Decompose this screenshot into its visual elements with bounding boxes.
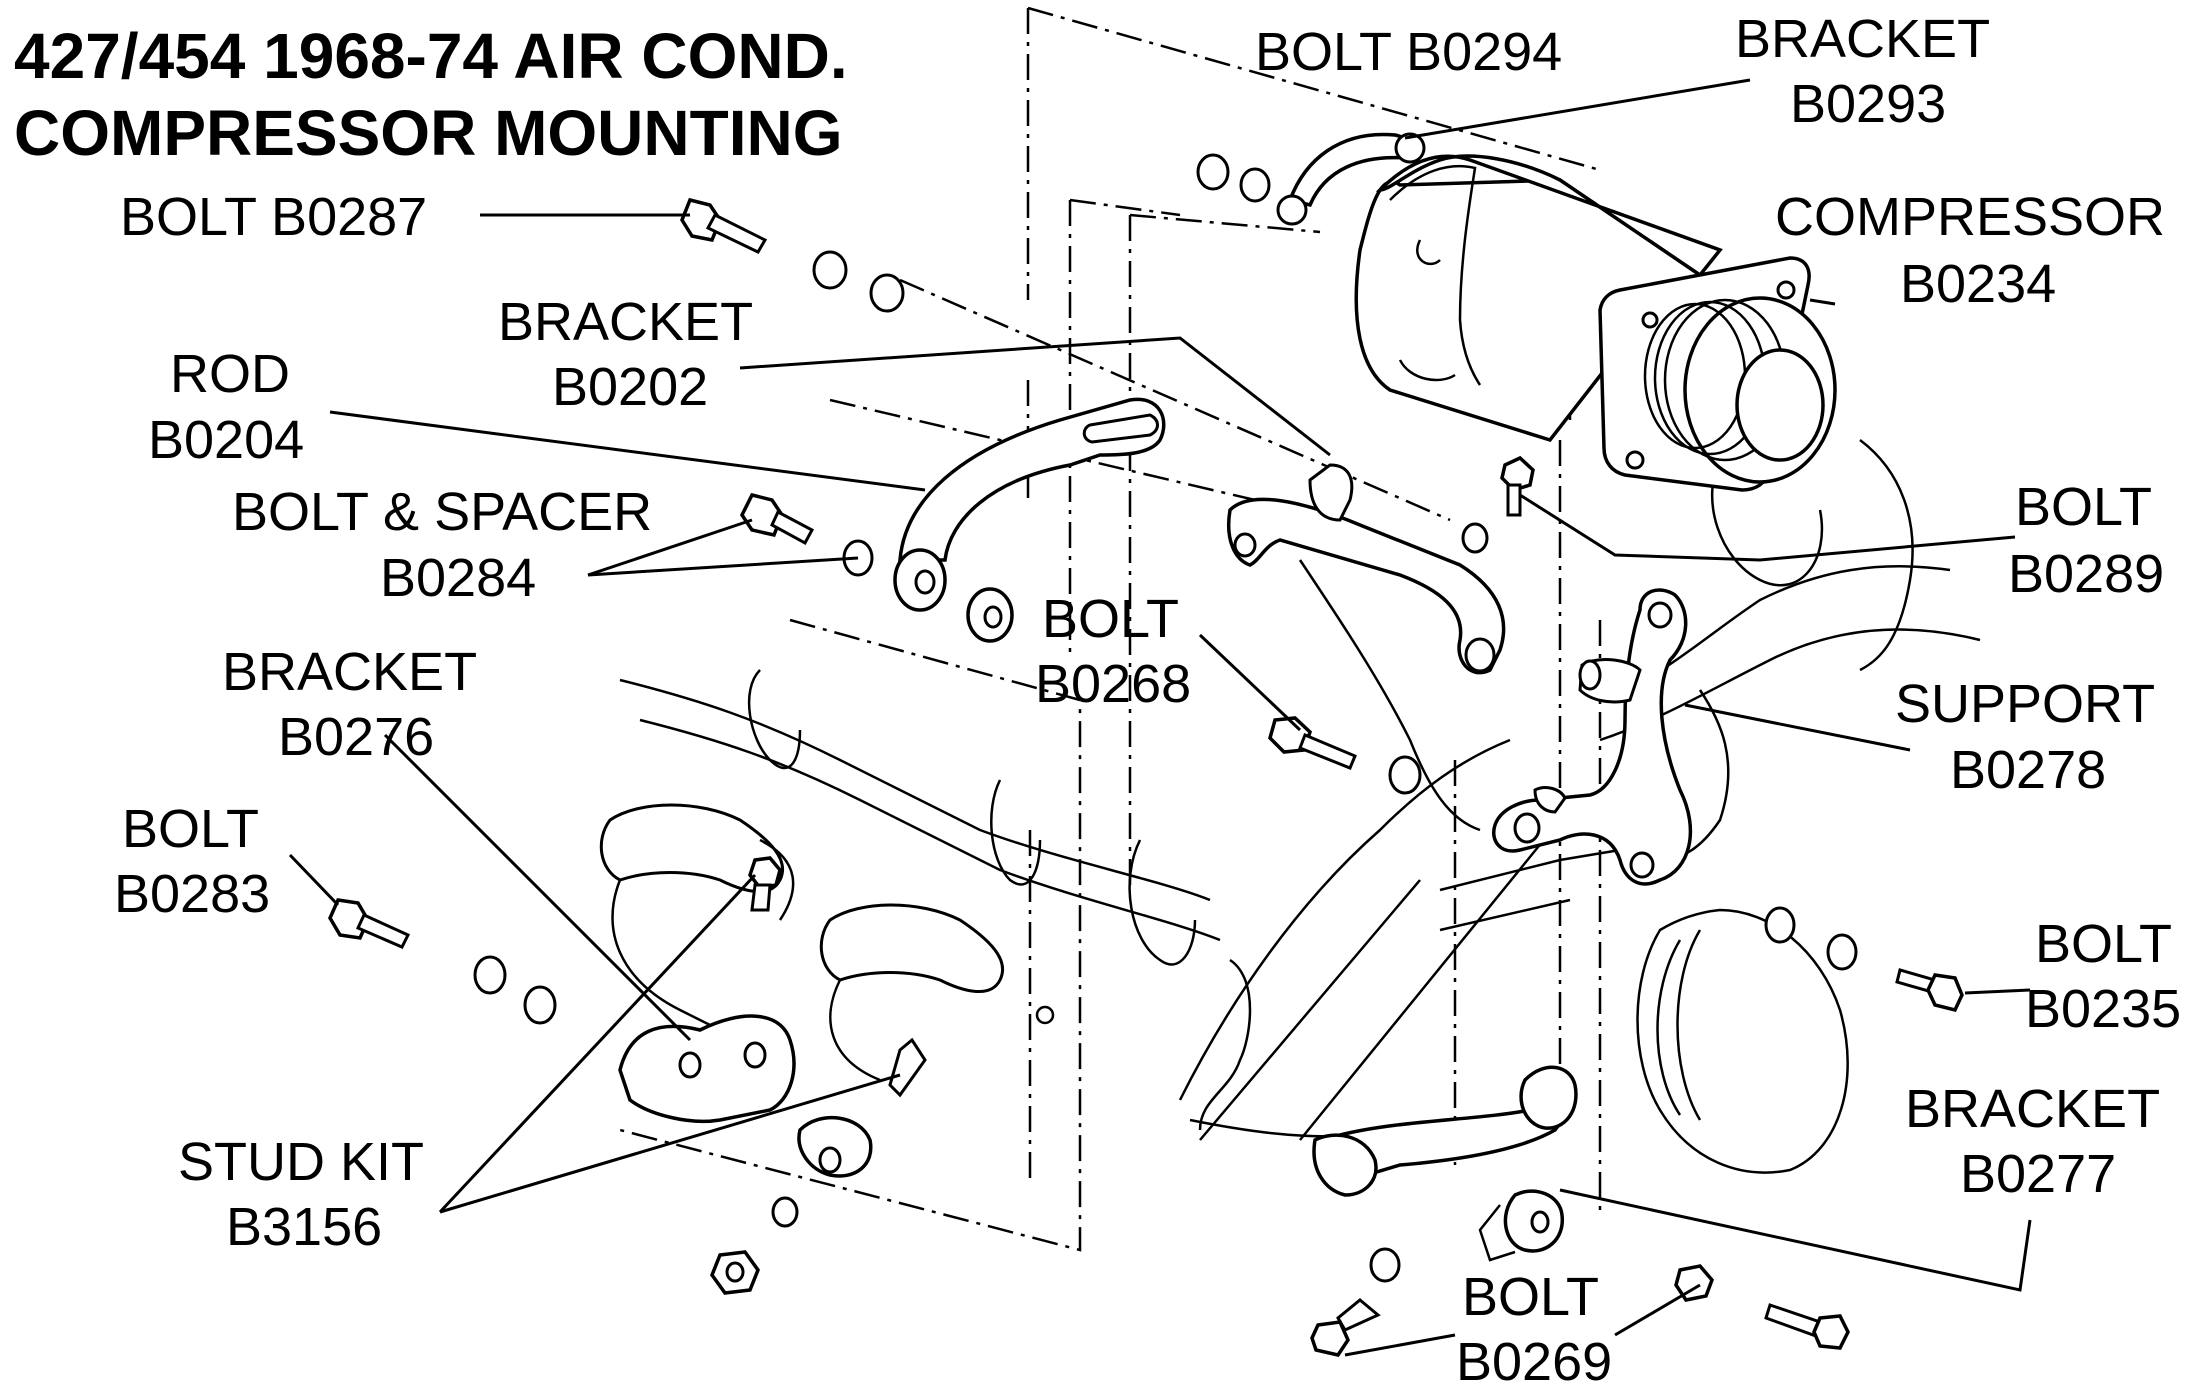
- rod-b0204-part: [893, 397, 1166, 612]
- label-bracket-b0202-name: BRACKET: [498, 292, 753, 352]
- label-bolt-b0235-name: BOLT: [2035, 914, 2172, 974]
- label-bracket-b0276-name: BRACKET: [222, 642, 477, 702]
- label-bolt-b0289-code: B0289: [2008, 544, 2164, 604]
- label-bolt-b0268-code: B0268: [1035, 654, 1191, 714]
- label-rod-b0204-code: B0204: [148, 410, 304, 470]
- label-compressor-b0234-name: COMPRESSOR: [1775, 187, 2165, 247]
- leader-lines: [288, 78, 2032, 1357]
- label-bolt-b0235-code: B0235: [2025, 979, 2181, 1039]
- label-bracket-b0202-code: B0202: [552, 357, 708, 417]
- label-compressor-b0234-code: B0234: [1900, 254, 2056, 314]
- label-bracket-b0277-name: BRACKET: [1905, 1079, 2160, 1139]
- bolt-b0289-part: [1461, 455, 1535, 554]
- label-bolt-b0289-name: BOLT: [2015, 477, 2152, 537]
- label-bracket-b0277-code: B0277: [1960, 1144, 2116, 1204]
- engine-block-drawing: [599, 6, 1981, 1252]
- support-b0278-part: [1492, 588, 1693, 886]
- bolt-b0268-part: [1268, 716, 1422, 795]
- label-bracket-b0293-code: B0293: [1790, 74, 1946, 134]
- compressor: [1354, 154, 1837, 492]
- label-rod-b0204-name: ROD: [170, 344, 290, 404]
- label-stud-kit-b3156-name: STUD KIT: [178, 1132, 424, 1192]
- bolt-and-spacer-b0284-part: [739, 492, 1014, 643]
- bolt-b0287-part: [680, 197, 905, 313]
- bracket-b0293-part: [1196, 132, 1426, 226]
- bolt-b0235-part: [1764, 906, 1964, 1013]
- bracket-b0276-part: [618, 1014, 873, 1178]
- label-stud-kit-b3156-code: B3156: [226, 1197, 382, 1257]
- bolt-b0269-part: [1310, 1247, 1850, 1357]
- label-bolt-b0283-code: B0283: [114, 864, 270, 924]
- label-bolt-b0268-name: BOLT: [1042, 589, 1179, 649]
- label-bolt-b0269-code: B0269: [1456, 1332, 1612, 1386]
- label-bolt-spacer-b0284-name: BOLT & SPACER: [232, 482, 652, 542]
- label-bracket-b0293-name: BRACKET: [1735, 9, 1990, 69]
- label-bolt-b0294: BOLT B0294: [1255, 22, 1562, 82]
- label-support-b0278-name: SUPPORT: [1895, 674, 2155, 734]
- bracket-b0202-part: [1227, 463, 1506, 675]
- title-line-1: 427/454 1968-74 AIR COND.: [14, 20, 848, 92]
- title-line-2: COMPRESSOR MOUNTING: [14, 97, 842, 169]
- label-bolt-b0269-name: BOLT: [1462, 1267, 1599, 1327]
- stud-kit-b3156-part: [710, 856, 927, 1295]
- label-bracket-b0276-code: B0276: [278, 707, 434, 767]
- label-bolt-b0283-name: BOLT: [122, 799, 259, 859]
- bolt-b0283-part: [328, 898, 557, 1025]
- bracket-b0277-part: [1312, 1065, 1578, 1262]
- label-support-b0278-code: B0278: [1950, 740, 2106, 800]
- label-bolt-b0287: BOLT B0287: [120, 187, 427, 247]
- label-bolt-spacer-b0284-code: B0284: [380, 548, 536, 608]
